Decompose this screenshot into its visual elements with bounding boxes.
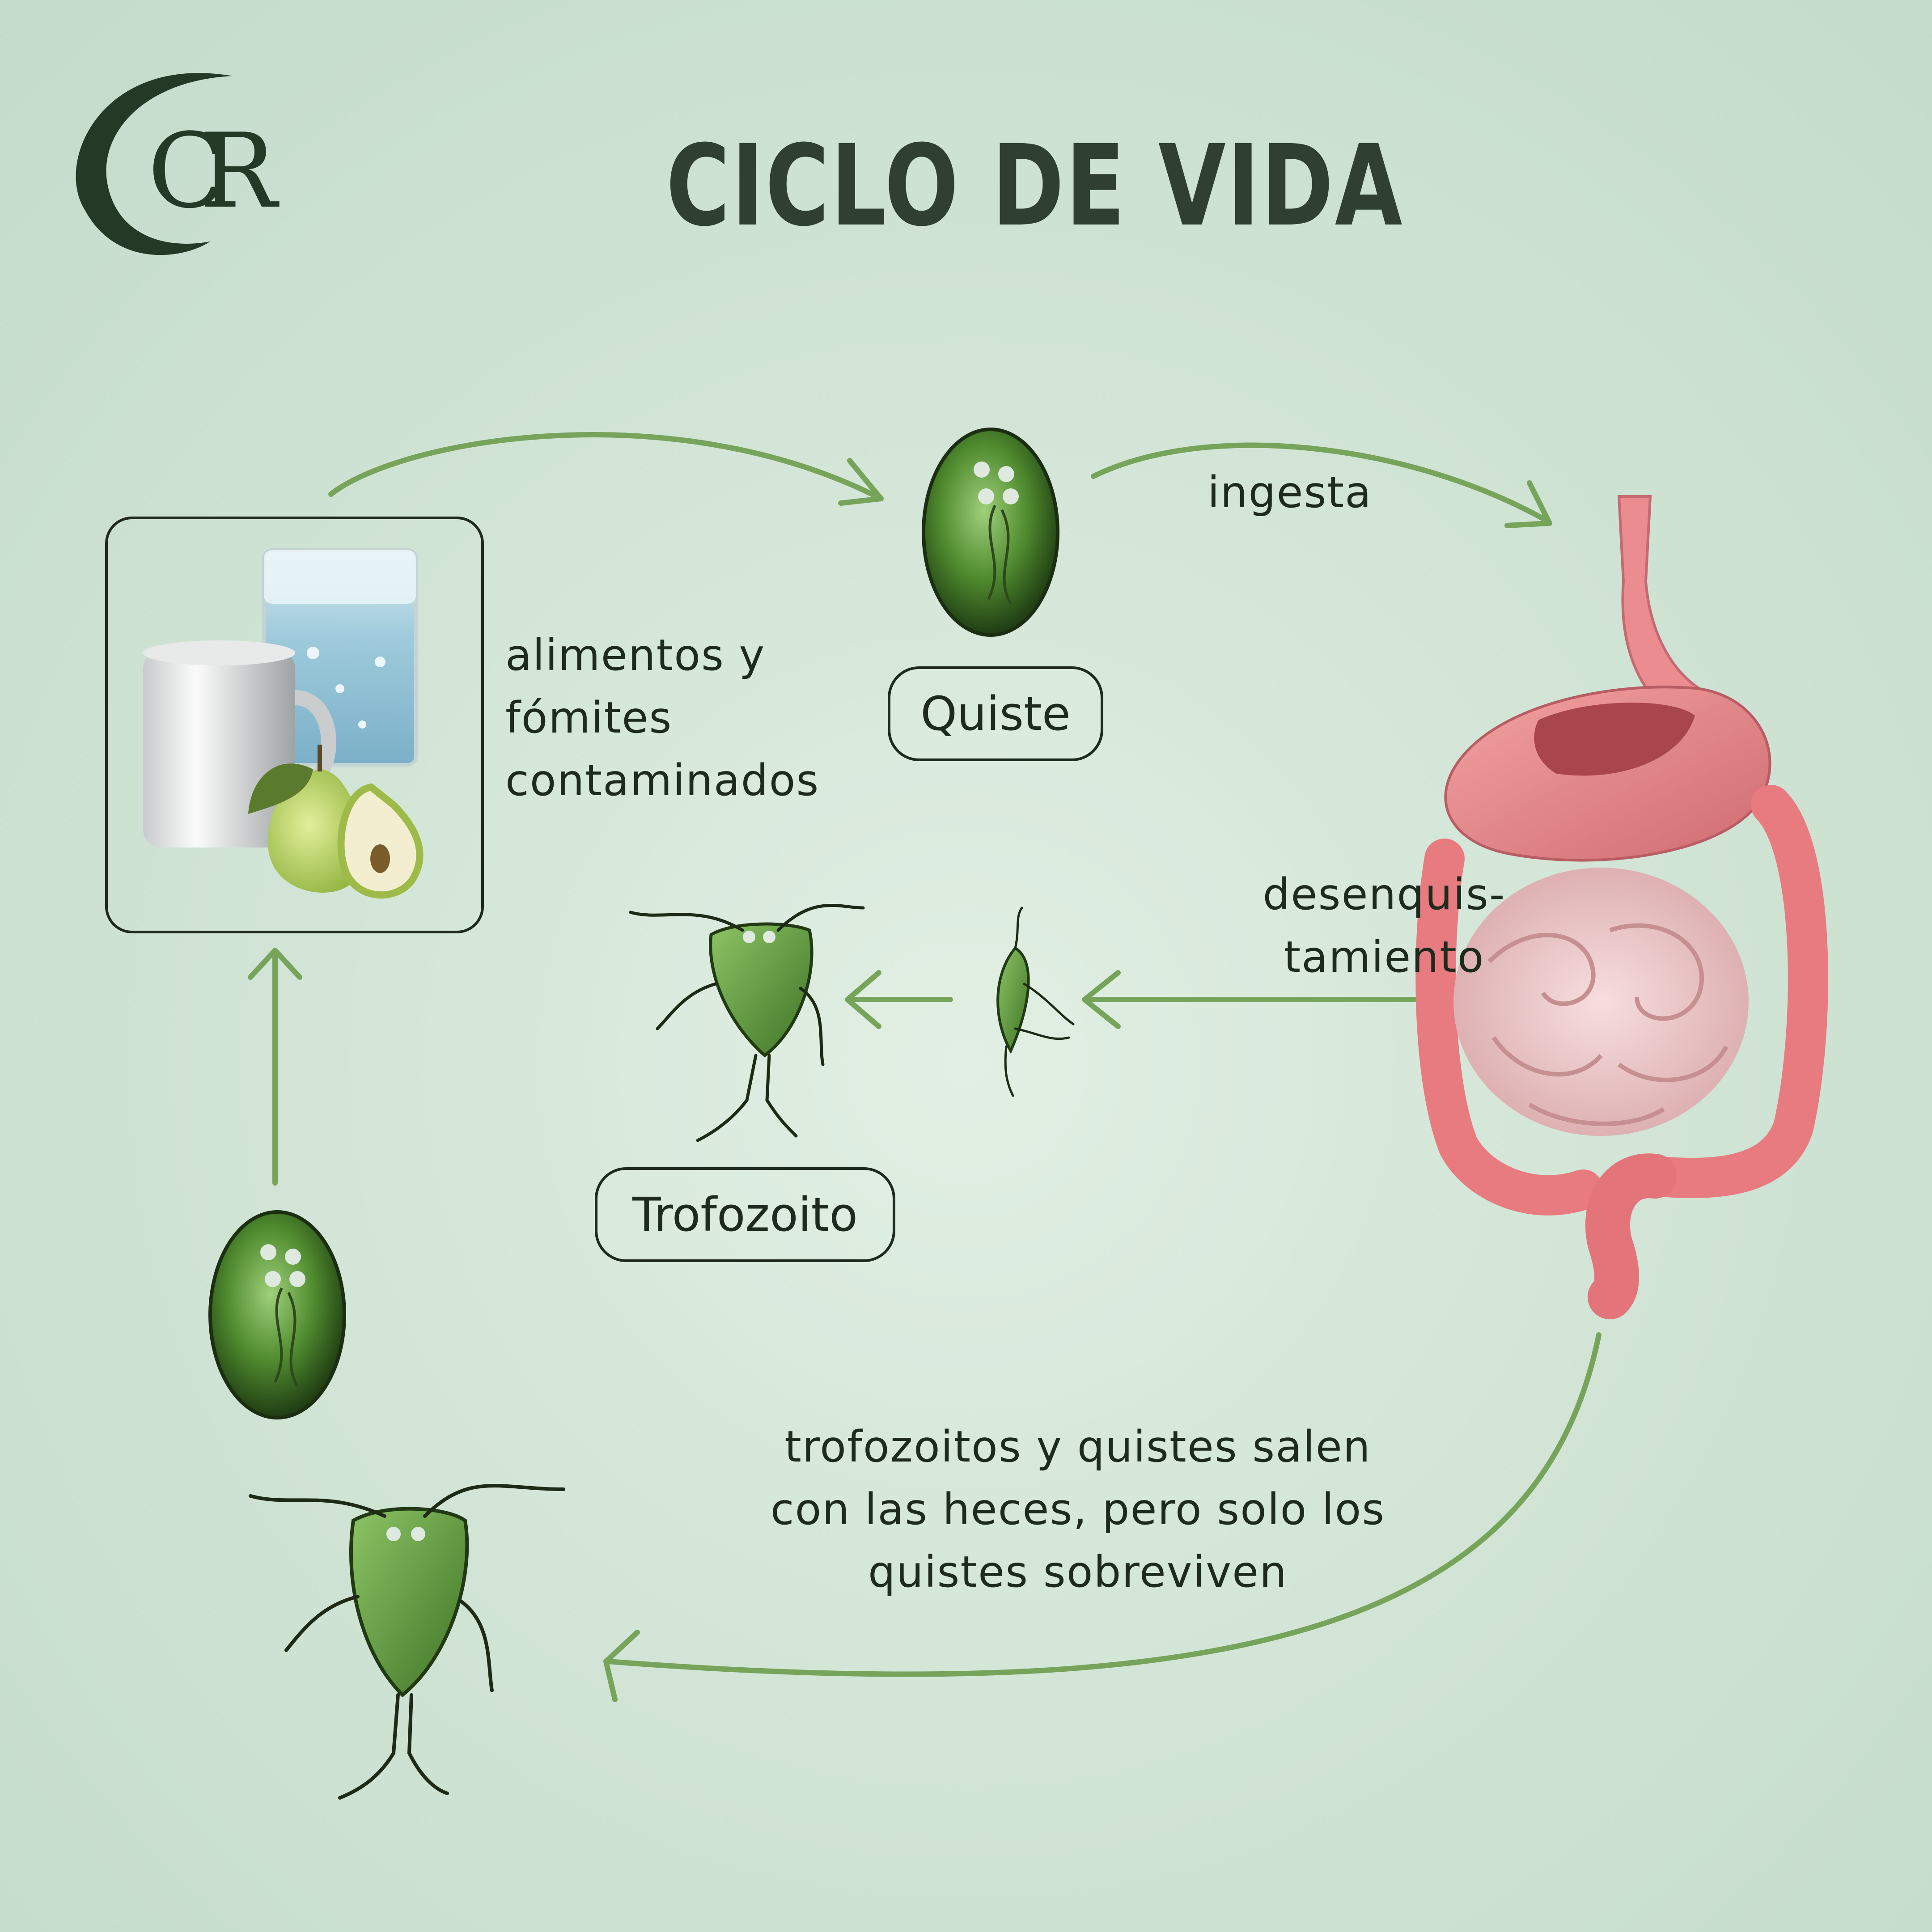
label-sources-line-1: alimentos y [505,630,766,680]
label-sources-line-3: contaminados [505,755,820,805]
arrow-cyst-to-digestive [1091,442,1550,524]
logo-letters: CR [148,112,277,231]
contaminated-food-picture [143,548,424,899]
label-sources-line-2: fómites [505,693,673,743]
stage-label-cyst: Quiste [888,666,1103,761]
food-fomites-frame [105,517,484,933]
label-excystation-line-2: tamiento [1284,932,1485,982]
label-excystation: desenquis- tamiento [1127,863,1641,988]
logo: CR [148,112,277,231]
cyst-bottom-icon [208,1210,346,1419]
label-shedding-line-1: trofozoitos y quistes salen [784,1422,1371,1472]
arrowhead-shedding [603,1630,640,1702]
label-excystation-line-1: desenquis- [1263,869,1506,919]
stage-label-trophozoite: Trofozoito [595,1167,895,1262]
label-shedding: trofozoitos y quistes salen con las hece… [733,1415,1422,1603]
arrowhead-excystation [1082,970,1121,1029]
cyst-top-icon [922,428,1059,637]
arrowhead-to-trophozoite [845,970,881,1029]
digestive-system-picture [1415,495,1828,1319]
arrowhead-sources-to-cyst [838,458,884,506]
arrowhead-cyst-to-sources [248,948,302,980]
label-shedding-line-2: con las heces, pero solo los [770,1484,1385,1534]
label-sources: alimentos y fómites contaminados [505,624,819,812]
excysting-trophozoite-icon [996,907,1075,1097]
label-ingesta: ingesta [1208,467,1372,517]
arrowhead-cyst-to-digestive [1504,480,1552,528]
arrow-sources-to-cyst [328,432,879,499]
cr-logo-icon [76,73,233,255]
trophozoite-large-icon [249,1484,565,1800]
label-shedding-line-3: quistes sobreviven [868,1547,1288,1597]
trophozoite-icon [629,903,865,1142]
arrow-shedding [606,1332,1602,1677]
page-title: CICLO DE VIDA [666,121,1404,251]
